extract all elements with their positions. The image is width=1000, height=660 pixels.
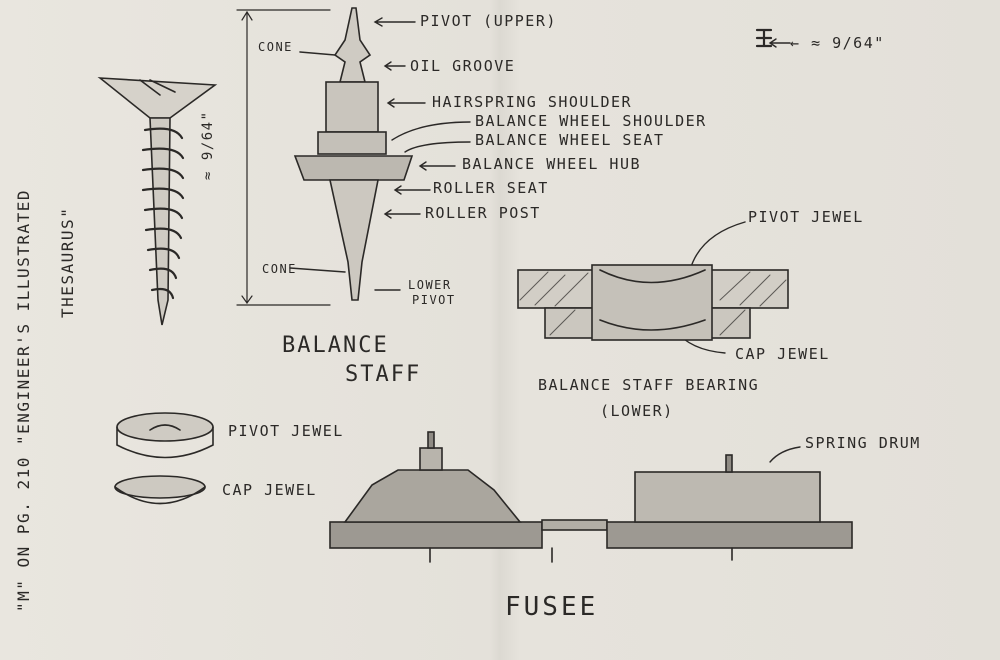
label-arrows — [373, 17, 801, 463]
label-lower-pivot-2: Pivot — [412, 293, 456, 307]
label-balance-wheel-seat: Balance wheel seat — [475, 131, 665, 149]
label-cone-upper: Cone — [258, 40, 293, 54]
jewels-drawing — [114, 412, 214, 505]
label-lower-pivot-1: Lower — [408, 278, 452, 292]
scale-note: ← ≈ 9/64" — [790, 34, 885, 52]
screw-dimension: ≈ 9/64" — [200, 110, 216, 180]
bearing-pivot-jewel-label: Pivot jewel — [748, 208, 864, 226]
jewel-pivot-label: Pivot jewel — [228, 422, 344, 440]
wood-screw-drawing — [97, 77, 218, 326]
label-roller-seat: Roller seat — [433, 179, 549, 197]
jewel-cap-label: Cap jewel — [222, 481, 317, 499]
side-note-line2: Thesaurus" — [58, 206, 77, 318]
bearing-title-1: Balance staff bearing — [538, 376, 760, 394]
fusee-drawing — [329, 431, 853, 563]
side-note-line1: "M" on pg. 210 "Engineer's Illustrated — [14, 188, 33, 612]
label-pivot-upper: Pivot (upper) — [420, 12, 557, 30]
label-cone-lower: Cone — [262, 262, 297, 276]
bearing-cap-jewel-label: Cap jewel — [735, 345, 830, 363]
label-roller-post: Roller post — [425, 204, 541, 222]
bearing-title-2: (lower) — [600, 402, 674, 420]
label-balance-wheel-shoulder: Balance wheel shoulder — [475, 112, 707, 130]
fusee-title: Fusee — [505, 592, 599, 622]
balance-staff-title-1: Balance — [282, 333, 389, 358]
scale-mark — [755, 28, 773, 48]
label-oil-groove: Oil groove — [410, 57, 516, 75]
label-hairspring-shoulder: Hairspring shoulder — [432, 93, 633, 111]
label-balance-wheel-hub: Balance wheel hub — [462, 155, 642, 173]
spring-drum-label: Spring drum — [805, 434, 921, 452]
balance-staff-drawing — [236, 7, 414, 306]
bearing-drawing — [517, 264, 789, 341]
balance-staff-title-2: Staff — [345, 362, 422, 387]
